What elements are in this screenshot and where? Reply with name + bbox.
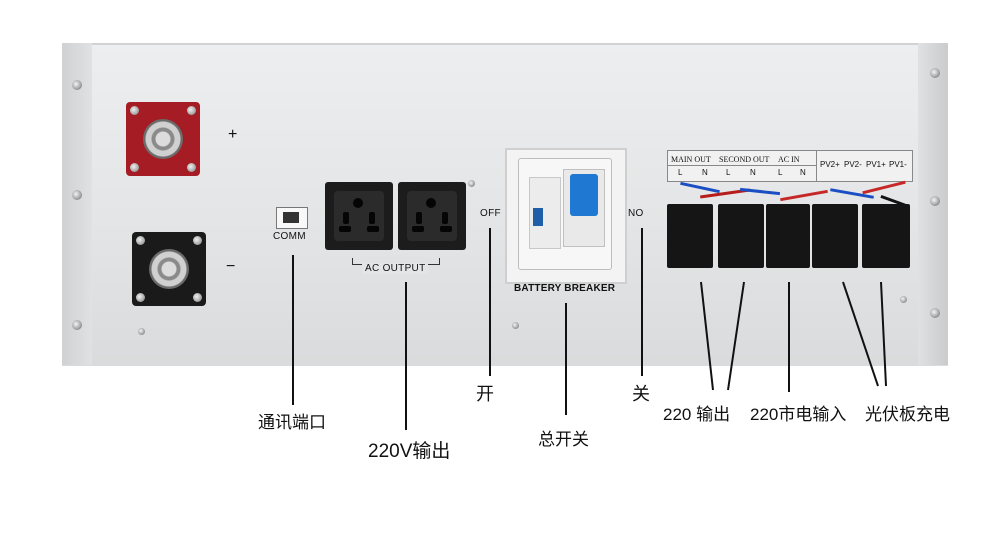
- second-out-label: SECOND OUT: [719, 155, 770, 164]
- screw-icon: [72, 320, 82, 330]
- ac-in-terminal-block: [766, 204, 810, 268]
- output-220-annotation: 220 输出: [663, 405, 731, 424]
- rack-flange-left: [62, 43, 92, 365]
- screw-icon: [468, 180, 475, 187]
- off-annotation: 开: [476, 384, 494, 404]
- screw-icon: [930, 308, 940, 318]
- screw-icon: [512, 322, 519, 329]
- second-out-terminal-block: [718, 204, 764, 268]
- comm-port-annotation: 通讯端口: [258, 413, 326, 432]
- ln-label: L: [778, 168, 783, 177]
- ln-label: L: [726, 168, 731, 177]
- on-annotation: 关: [632, 384, 650, 404]
- pv-label: PV1-: [889, 160, 907, 169]
- screw-icon: [72, 80, 82, 90]
- mains-input-annotation: 220市电输入: [750, 405, 847, 424]
- positive-label: +: [228, 126, 238, 143]
- pv-charging-annotation: 光伏板充电: [865, 405, 950, 424]
- screw-icon: [900, 296, 907, 303]
- ln-label: N: [800, 168, 806, 177]
- negative-battery-terminal: [132, 232, 206, 306]
- breaker-on-label: NO: [628, 208, 644, 219]
- pv2-terminal-block: [812, 204, 858, 268]
- ac-output-label: AC OUTPUT: [362, 263, 429, 274]
- breaker-body: [563, 169, 605, 247]
- ethernet-port-icon: [276, 207, 308, 229]
- breaker-annotation: 总开关: [538, 430, 589, 449]
- comm-label: COMM: [273, 231, 306, 242]
- ln-label: N: [702, 168, 708, 177]
- ac-socket-1: [325, 182, 393, 250]
- pv-label: PV2+: [820, 160, 840, 169]
- breaker-toggle[interactable]: [570, 174, 598, 216]
- ln-label: L: [678, 168, 683, 177]
- pv1-terminal-block: [862, 204, 910, 268]
- screw-icon: [72, 190, 82, 200]
- callout-line-breaker: [565, 303, 567, 415]
- main-out-label: MAIN OUT: [671, 155, 711, 164]
- callout-line-on: [641, 228, 643, 376]
- ac-socket-2: [398, 182, 466, 250]
- positive-battery-terminal: [126, 102, 200, 176]
- terminal-label-strip: [667, 150, 913, 182]
- ac-in-label: AC IN: [778, 155, 800, 164]
- screw-icon: [138, 328, 145, 335]
- ln-label: N: [750, 168, 756, 177]
- main-out-terminal-block: [667, 204, 713, 268]
- breaker-info-panel: [529, 177, 561, 249]
- screw-icon: [930, 196, 940, 206]
- pv-label: PV2-: [844, 160, 862, 169]
- screw-icon: [930, 68, 940, 78]
- breaker-off-label: OFF: [480, 208, 501, 219]
- terminal-post-icon: [149, 249, 189, 289]
- negative-label: −: [226, 258, 236, 275]
- callout-line-ac-out: [405, 282, 407, 430]
- ac-output-annotation: 220V输出: [368, 441, 451, 462]
- callout-line-comm: [292, 255, 294, 405]
- battery-breaker[interactable]: [518, 158, 612, 270]
- callout-line-mains-in: [788, 282, 790, 392]
- battery-breaker-label: BATTERY BREAKER: [514, 283, 616, 294]
- panel-top-edge: [92, 43, 918, 45]
- pv-label: PV1+: [866, 160, 886, 169]
- terminal-post-icon: [143, 119, 183, 159]
- callout-line-off: [489, 228, 491, 376]
